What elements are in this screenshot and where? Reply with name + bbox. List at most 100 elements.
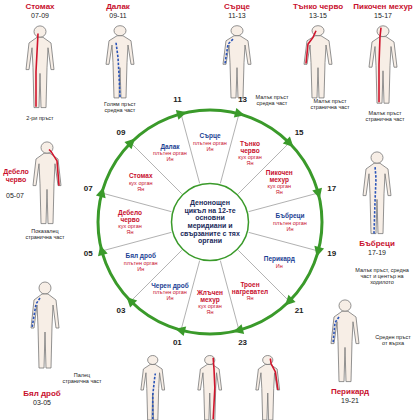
time-range: 19-21 xyxy=(341,397,359,405)
bladder-figure xyxy=(369,26,397,103)
organ-type: Ян xyxy=(259,189,299,195)
finger-note: Показалец странична част xyxy=(23,228,67,240)
organ-type: Ян xyxy=(230,295,270,301)
finger-note: Малък пръст странична част xyxy=(363,110,407,122)
meridian xyxy=(225,39,233,63)
meridian-sector: Бъбрециплътен органИн xyxy=(270,212,310,231)
organ-type: Ин xyxy=(121,266,161,272)
organ-label: Пикочен мехур xyxy=(353,3,412,12)
body xyxy=(223,26,251,98)
meridian xyxy=(153,374,156,420)
body xyxy=(198,356,222,420)
organ-type: Ян xyxy=(110,229,150,235)
meridian xyxy=(49,150,59,186)
kidney-figure xyxy=(363,152,391,234)
time-range: 13-15 xyxy=(309,12,327,20)
arrowhead xyxy=(312,246,324,258)
ring xyxy=(98,110,322,334)
meridian xyxy=(116,42,120,97)
organ-type: Ян xyxy=(121,186,161,192)
ring-arrows xyxy=(95,107,324,336)
hour-mark: 05 xyxy=(84,250,93,259)
organ-name: Стомах xyxy=(121,172,161,179)
meridian-sector: Сърцеплътен органИн xyxy=(190,132,230,151)
finger-note: Малък пръст странична част xyxy=(308,98,352,110)
body xyxy=(304,26,332,98)
hour-mark: 17 xyxy=(327,185,336,194)
organ-label: Бял дроб xyxy=(23,390,61,399)
triple-heater-figure xyxy=(256,356,280,420)
pericardium-figure xyxy=(331,300,359,382)
meridian-sector: Черен дробплътен органИн xyxy=(150,282,190,301)
divider xyxy=(220,261,239,331)
hour-mark: 01 xyxy=(173,339,182,348)
organ-label: Перикард xyxy=(331,388,369,397)
body xyxy=(31,282,59,368)
large-intestine-figure xyxy=(33,142,61,224)
arrowhead xyxy=(312,188,324,200)
organ-label: Дебело черво xyxy=(2,168,30,183)
organ-name: Дебело черво xyxy=(110,209,150,223)
organ-type: плътен орган xyxy=(150,150,190,156)
body xyxy=(26,26,54,108)
meridian xyxy=(36,34,38,107)
organ-name: Черен дроб xyxy=(150,282,190,289)
organ-type: плътен орган xyxy=(150,289,190,295)
meridian-sector: Стомахкух органЯн xyxy=(121,172,161,191)
organ-label: Бъбреци xyxy=(359,240,395,249)
meridian xyxy=(333,317,339,344)
hour-mark: 13 xyxy=(238,96,247,105)
finger-note: Малък пръст средна част xyxy=(252,94,292,106)
body xyxy=(33,142,61,224)
organ-name: Бял дроб xyxy=(121,252,161,259)
stomach-figure xyxy=(26,26,54,108)
center-circle-shape xyxy=(172,184,249,261)
meridian xyxy=(270,359,278,391)
spleen-figure xyxy=(106,26,134,98)
finger-note: Малък пръст, средна част и център на ход… xyxy=(352,267,412,285)
divider xyxy=(249,193,319,212)
organ-name: Бъбреци xyxy=(270,212,310,219)
meridian-sector: Тънко червокух органЯн xyxy=(230,140,270,166)
arrowhead xyxy=(176,107,188,119)
divider xyxy=(181,114,200,184)
meridian-sector: Троен нагревателЯн xyxy=(230,281,270,301)
center-title: Денонощен цикъл на 12-те основни меридиа… xyxy=(180,199,240,245)
gallbladder-figure xyxy=(198,356,222,420)
arrowhead xyxy=(123,293,137,307)
heart-figure xyxy=(223,26,251,98)
body xyxy=(363,152,391,234)
arrowhead xyxy=(124,135,138,149)
organ-type: плътен орган xyxy=(190,140,230,146)
organ-label: Тънко черво xyxy=(293,3,343,12)
center-circle: Денонощен цикъл на 12-те основни меридиа… xyxy=(170,182,250,262)
time-range: 15-17 xyxy=(374,12,392,20)
organ-type: Ин xyxy=(150,295,190,301)
meridian-sector: Дебело червокух органЯн xyxy=(110,209,150,235)
organ-name: Далак xyxy=(150,143,190,150)
body xyxy=(369,26,397,103)
hour-mark: 11 xyxy=(173,96,181,105)
organ-name: Тънко черво xyxy=(230,140,270,154)
body xyxy=(141,356,165,420)
meridian-sector: Далакплътен органИн xyxy=(150,143,190,162)
hour-mark: 19 xyxy=(327,250,336,259)
finger-note: 2-ри пръст xyxy=(26,115,53,121)
organ-name: Троен нагревател xyxy=(230,281,270,295)
arrowhead xyxy=(95,244,107,256)
body xyxy=(106,26,134,98)
liver-figure xyxy=(141,356,165,420)
meridian-sector: ПерикардИн xyxy=(259,255,299,268)
sector-dividers xyxy=(102,114,318,330)
meridian-sector: Бял дробплътен органИн xyxy=(121,252,161,271)
arrowhead xyxy=(174,324,186,336)
arrowhead xyxy=(281,295,295,309)
hour-mark: 21 xyxy=(295,307,304,316)
meridian-sector: Жлъчен мехуркух органЯн xyxy=(190,289,230,315)
organ-type: кух орган xyxy=(259,183,299,189)
organ-name: Пикочен мехур xyxy=(259,169,299,183)
time-range: 07-09 xyxy=(31,12,49,20)
hour-mark: 09 xyxy=(116,129,125,138)
organ-type: плътен орган xyxy=(270,220,310,226)
